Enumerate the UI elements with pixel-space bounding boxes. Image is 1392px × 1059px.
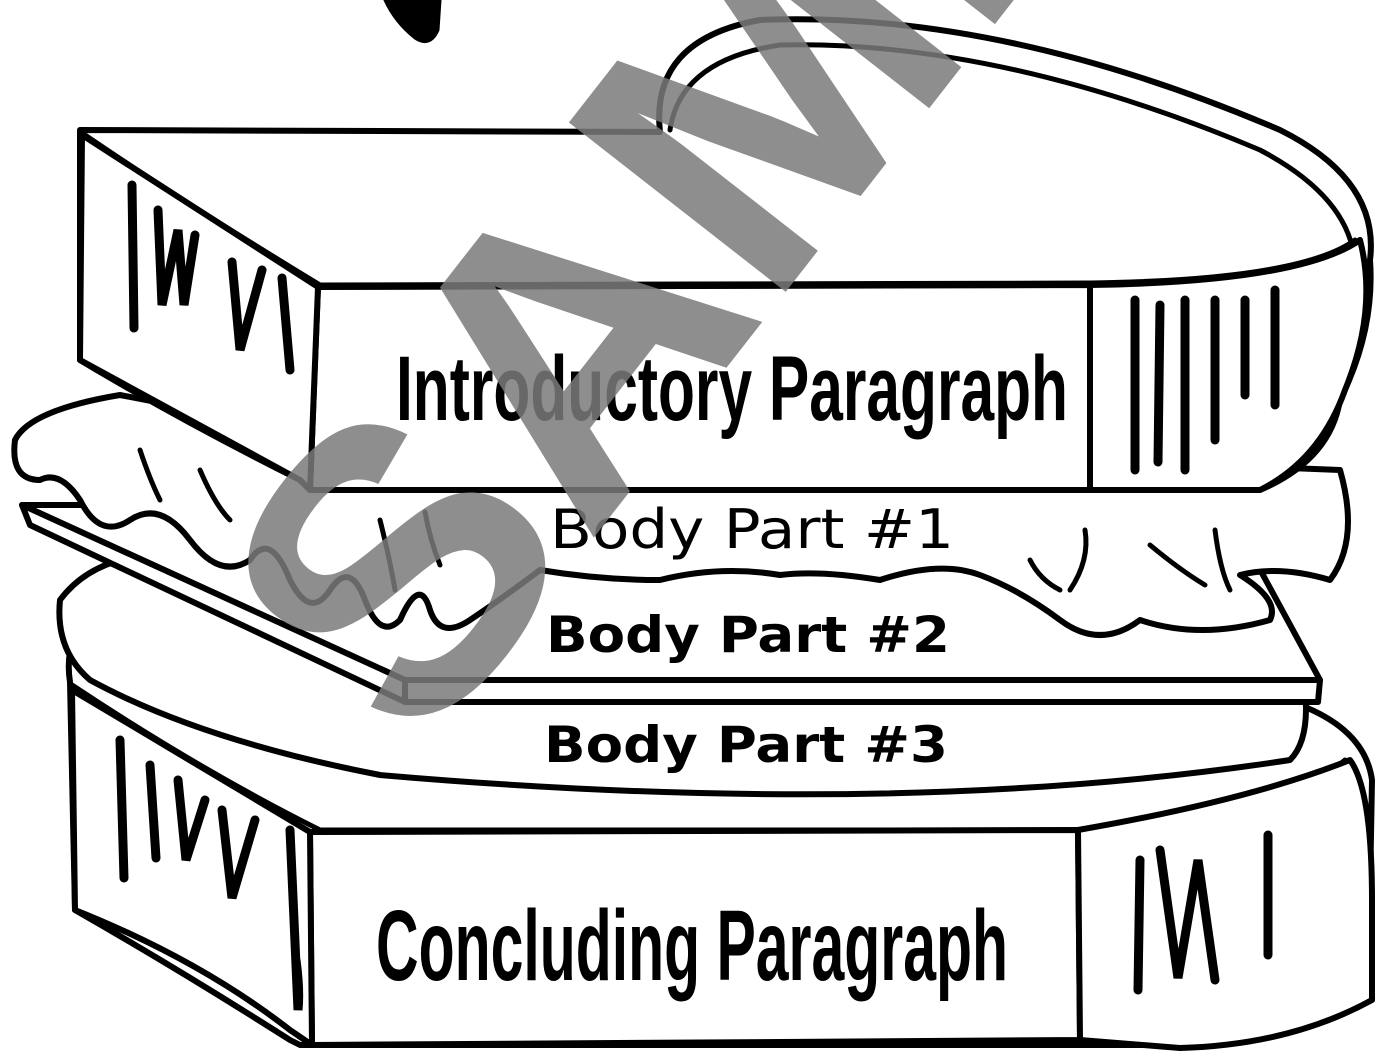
- body-part-1-label: Body Part #1: [550, 498, 954, 561]
- top-stray-mark: [383, 0, 442, 44]
- bottom-bread-label: Concluding Paragraph: [376, 890, 1008, 1002]
- bottom-bread-slice: [65, 567, 1375, 1051]
- top-bread-label: Introductory Paragraph: [396, 338, 1068, 440]
- body-part-3-label: Body Part #3: [544, 716, 948, 774]
- body-part-2-label: Body Part #2: [546, 606, 950, 664]
- top-bread-slice: [77, 16, 1374, 493]
